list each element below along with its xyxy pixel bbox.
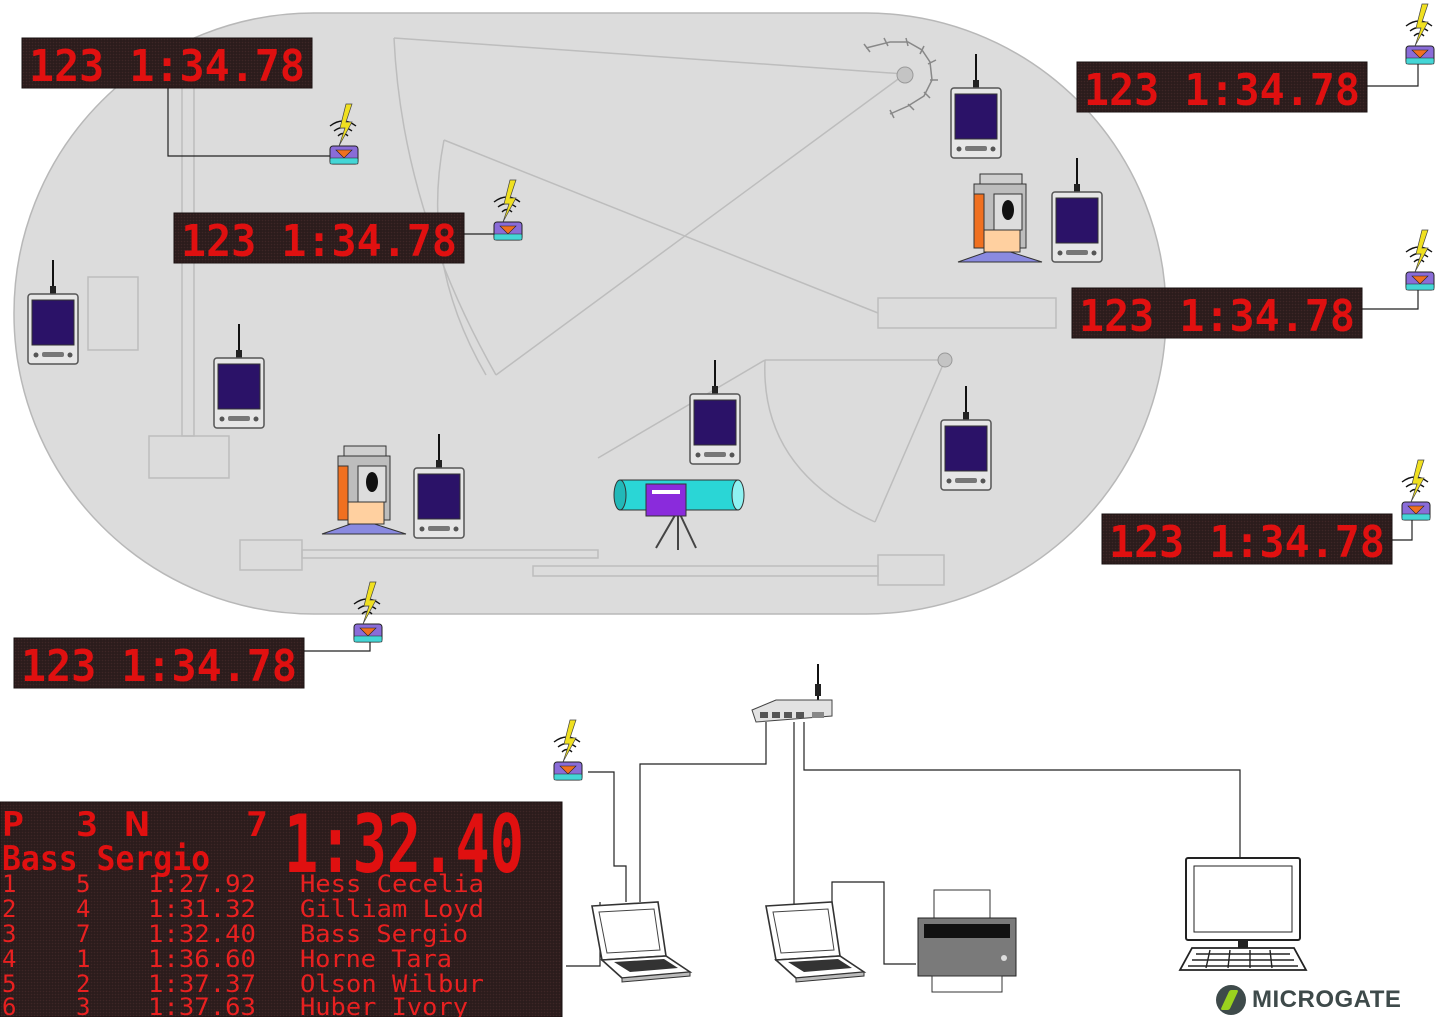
- result-time: 1:32.40: [148, 920, 256, 948]
- result-rank: 3: [2, 920, 16, 948]
- led-display-text: 123 1:34.78: [21, 641, 297, 692]
- result-lane: 7: [76, 920, 90, 948]
- result-row: 3 7 1:32.40 Bass Sergio: [2, 920, 468, 948]
- scoreboard-n-label: N: [124, 805, 150, 845]
- throw-circle: [937, 352, 953, 368]
- result-rank: 2: [2, 895, 16, 923]
- radio-transceiver-icon: [1405, 3, 1435, 65]
- result-time: 1:36.60: [148, 945, 256, 973]
- result-name: Bass Sergio: [300, 920, 468, 948]
- result-time: 1:31.32: [148, 895, 256, 923]
- result-row: 5 2 1:37.37 Olson Wilbur: [2, 970, 484, 998]
- result-name: Huber Ivory: [300, 993, 468, 1017]
- desktop-computer-icon: [1178, 857, 1308, 971]
- led-display-text: 123 1:34.78: [1084, 65, 1360, 116]
- main-scoreboard: P 3 N 7 1:32.40 Bass Sergio 1 5 1:27.92 …: [0, 798, 563, 1017]
- scoreboard-p-value: 3: [76, 805, 98, 845]
- result-row: 1 5 1:27.92 Hess Cecelia: [2, 870, 484, 898]
- result-lane: 2: [76, 970, 90, 998]
- brand-logo: MICROGATE: [1216, 983, 1401, 1017]
- result-time: 1:37.63: [148, 993, 256, 1017]
- result-rank: 6: [2, 993, 16, 1017]
- led-display: 123 1:34.78: [1071, 287, 1363, 342]
- result-name: Olson Wilbur: [300, 970, 484, 998]
- result-row: 6 3 1:37.63 Huber Ivory: [2, 993, 468, 1017]
- led-display-text: 123 1:34.78: [181, 216, 457, 267]
- led-display-text: 123 1:34.78: [29, 41, 305, 92]
- result-row: 4 1 1:36.60 Horne Tara: [2, 945, 452, 973]
- led-display-text: 123 1:34.78: [1109, 517, 1385, 568]
- radio-transceiver-icon: [1405, 229, 1435, 291]
- network-router-icon: [751, 664, 833, 723]
- radio-transceiver-icon: [553, 719, 583, 781]
- scoreboard-n-value: 7: [246, 805, 268, 845]
- radio-transceiver-icon: [1401, 459, 1431, 521]
- result-lane: 3: [76, 993, 90, 1017]
- result-time: 1:37.37: [148, 970, 256, 998]
- result-name: Hess Cecelia: [300, 870, 484, 898]
- result-lane: 5: [76, 870, 90, 898]
- result-row: 2 4 1:31.32 Gilliam Loyd: [2, 895, 484, 923]
- led-display: 123 1:34.78: [173, 212, 465, 267]
- led-display: 123 1:34.78: [1101, 513, 1393, 568]
- scoreboard-athlete-name: Bass Sergio: [2, 839, 210, 879]
- result-rank: 4: [2, 945, 16, 973]
- printer-icon: [917, 889, 1017, 993]
- scoreboard-main-time: 1:32.40: [284, 798, 524, 891]
- connection-lines: [167, 64, 1419, 967]
- result-lane: 1: [76, 945, 90, 973]
- laptop-icon: [591, 901, 691, 983]
- led-display: 123 1:34.78: [1076, 61, 1368, 116]
- photocell-camera-icon: [613, 479, 745, 550]
- led-display: 123 1:34.78: [21, 37, 313, 92]
- laptop-icon: [765, 901, 865, 983]
- throw-circle: [896, 66, 914, 84]
- hammer-cage: [863, 37, 938, 119]
- led-display-text: 123 1:34.78: [1079, 291, 1355, 342]
- result-lane: 4: [76, 895, 90, 923]
- results-list: 1 5 1:27.92 Hess Cecelia 2 4 1:31.32 Gil…: [2, 870, 484, 1017]
- result-rank: 5: [2, 970, 16, 998]
- result-name: Gilliam Loyd: [300, 895, 484, 923]
- brand-name: MICROGATE: [1252, 986, 1402, 1013]
- microgate-logo-icon: [1216, 985, 1246, 1015]
- result-name: Horne Tara: [300, 945, 452, 973]
- led-display: 123 1:34.78: [13, 637, 305, 692]
- result-rank: 1: [2, 870, 16, 898]
- result-time: 1:27.92: [148, 870, 256, 898]
- scoreboard-p-label: P: [2, 805, 24, 845]
